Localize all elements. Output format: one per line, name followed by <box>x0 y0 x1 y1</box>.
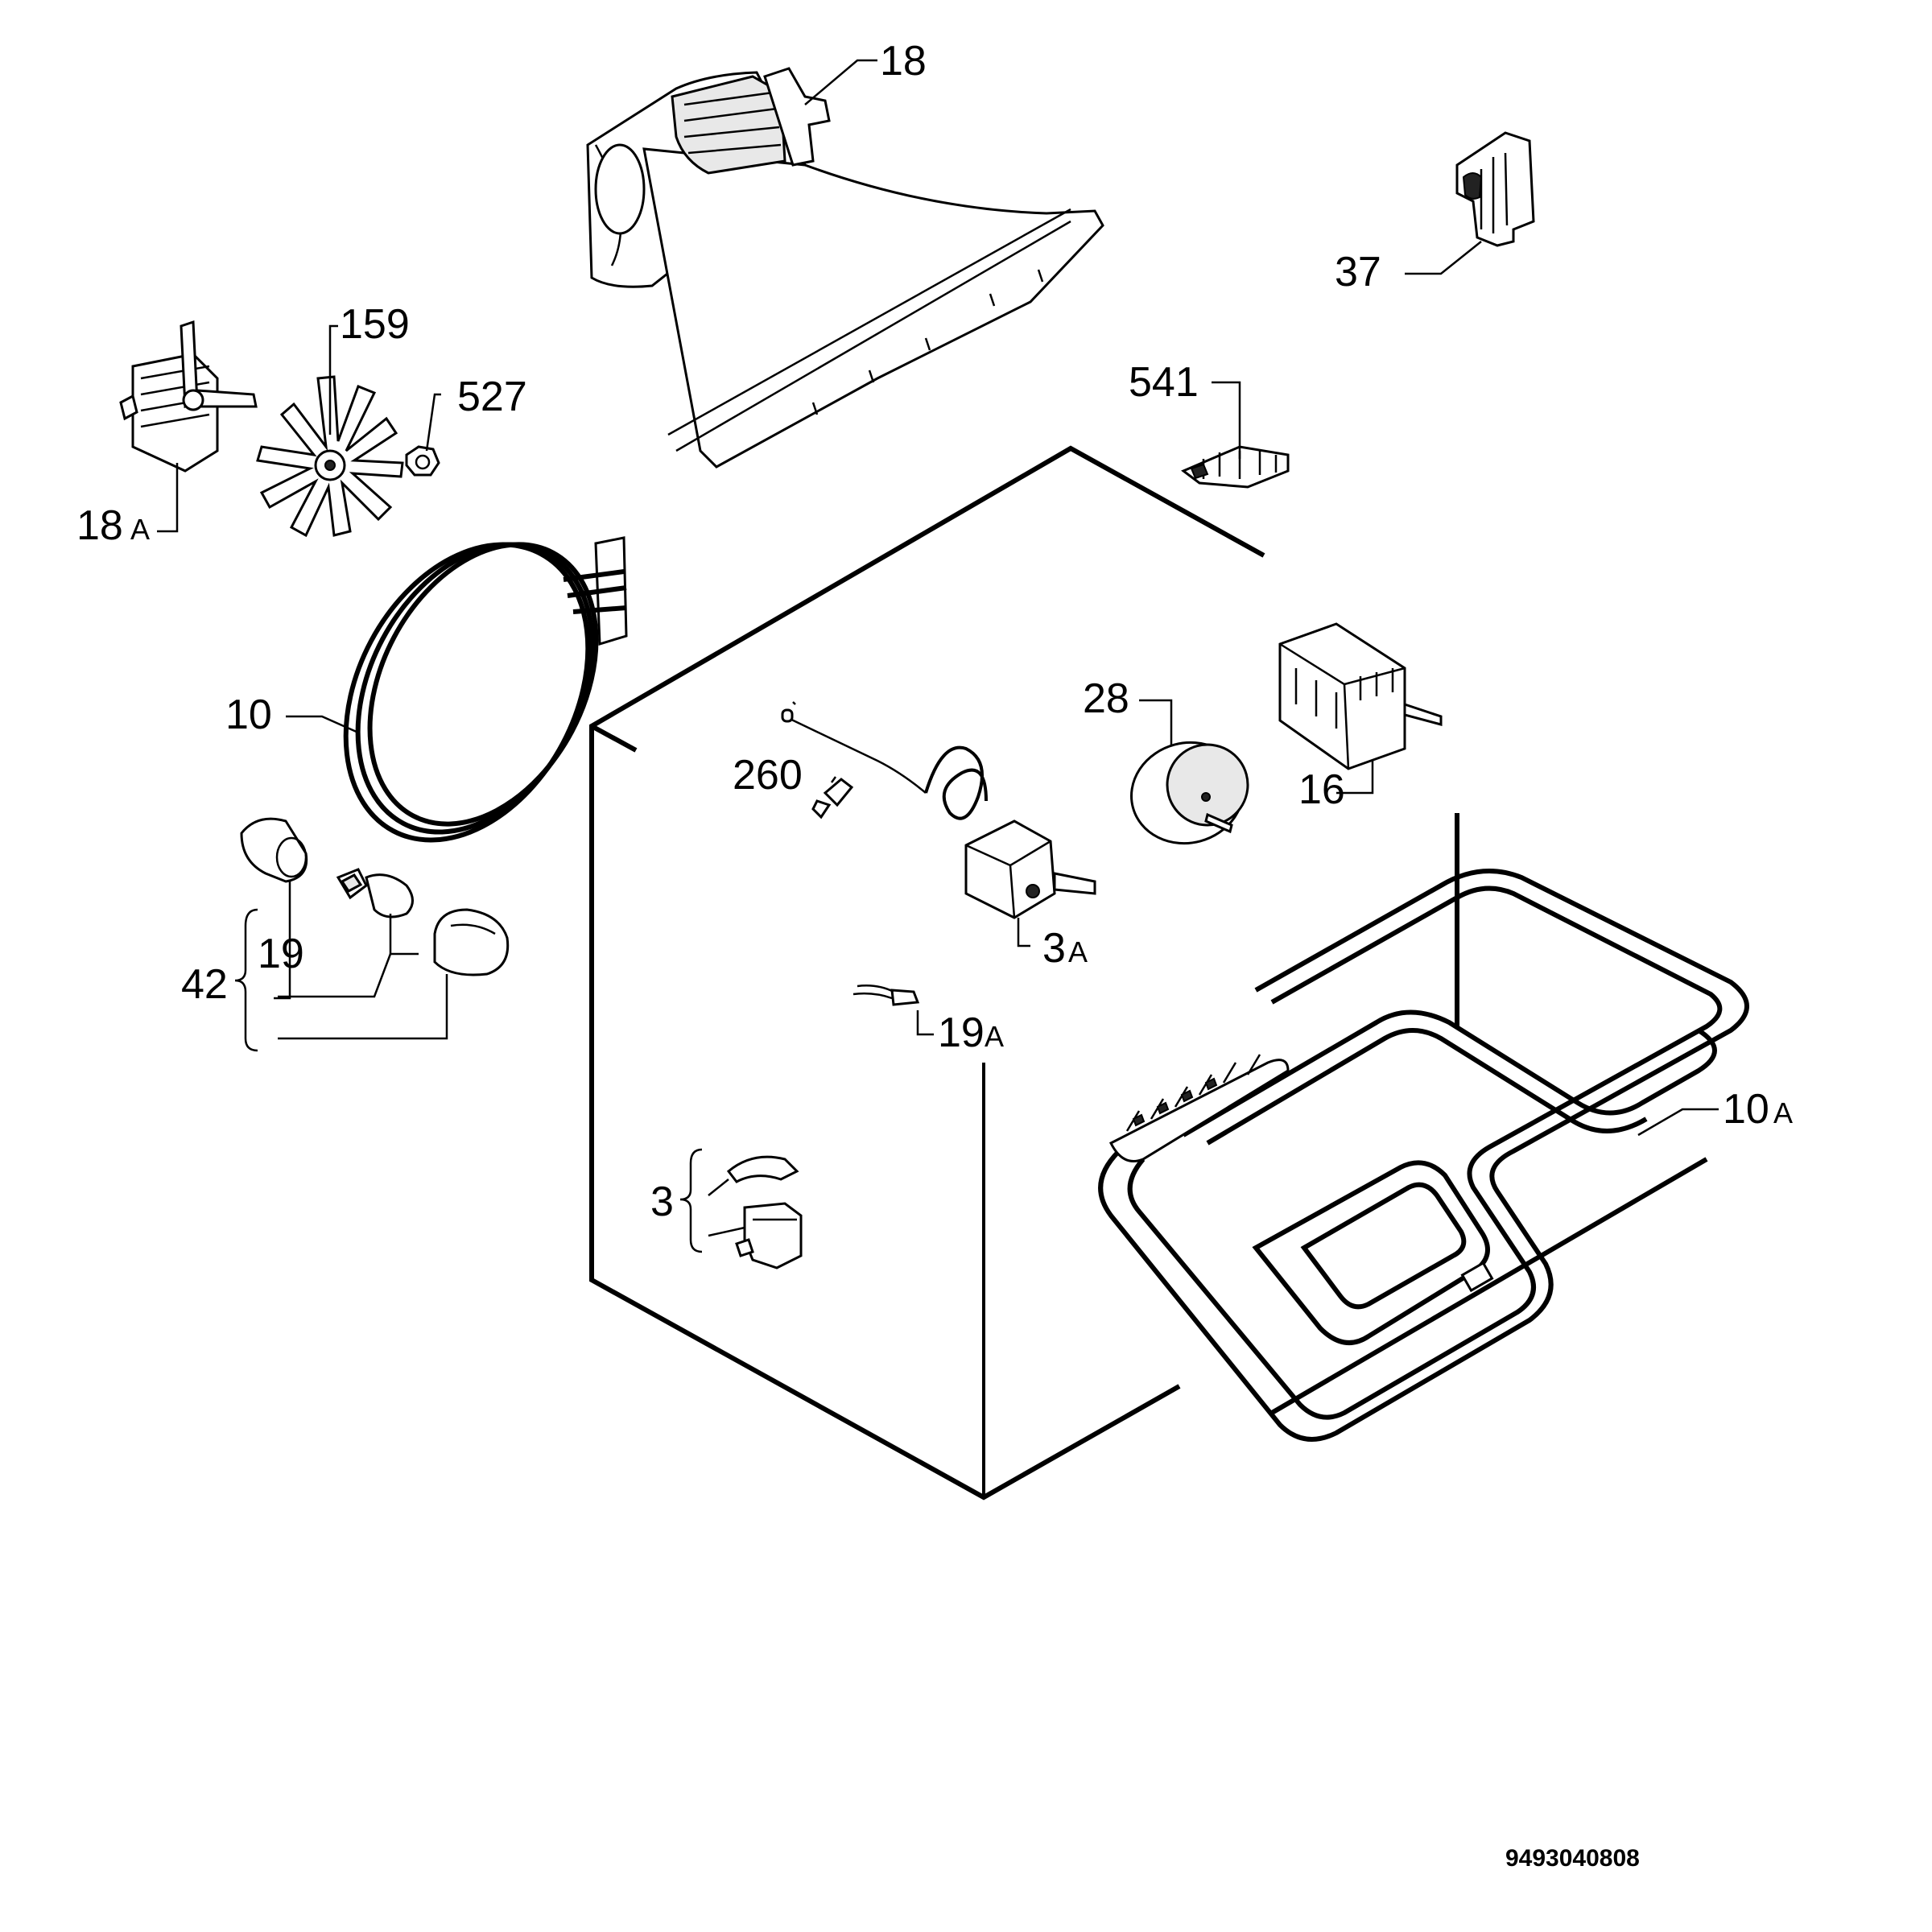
fan-nut-part <box>405 445 440 477</box>
oven-cavity-outline <box>589 445 1459 1501</box>
label-541: 541 <box>1129 359 1199 406</box>
label-10a-number: 10 <box>1723 1086 1769 1133</box>
label-3a-suffix: A <box>1068 935 1088 968</box>
label-19a-suffix: A <box>985 1020 1004 1053</box>
thermal-cutout-part <box>726 1155 803 1269</box>
label-28: 28 <box>1083 675 1129 722</box>
circular-heating-element-part <box>343 536 628 843</box>
clip-part <box>811 778 854 819</box>
label-37: 37 <box>1335 249 1381 295</box>
part-labels: 18 37 159 527 541 18 A 10 28 16 260 3 A … <box>76 38 1793 1225</box>
label-18a-suffix: A <box>130 513 150 546</box>
label-18a-number: 18 <box>76 502 123 549</box>
document-number: 9493040808 <box>1505 1845 1640 1872</box>
label-260: 260 <box>733 752 803 799</box>
label-159: 159 <box>340 301 410 348</box>
label-3: 3 <box>650 1179 674 1225</box>
selector-switch-part <box>1278 622 1443 770</box>
label-19-visible: 19 <box>258 931 304 977</box>
lamp-lead-part <box>852 985 920 1006</box>
label-16: 16 <box>1298 766 1345 813</box>
thermostat-part <box>781 708 1096 919</box>
label-10: 10 <box>225 691 272 738</box>
fan-housing-duct-part <box>586 67 1104 469</box>
label-3a-number: 3 <box>1042 925 1066 972</box>
label-527: 527 <box>457 374 527 420</box>
fan-blade-part <box>256 375 404 538</box>
leader-lines <box>157 59 1719 1253</box>
fan-motor-part <box>119 320 258 473</box>
grill-heating-element-part <box>1098 869 1749 1442</box>
label-19a-number: 19 <box>938 1009 985 1056</box>
timer-part <box>1130 741 1249 845</box>
label-10a-suffix: A <box>1773 1096 1793 1129</box>
terminal-block-part <box>1181 445 1290 489</box>
lamp-assembly-part <box>240 817 510 976</box>
door-switch-part <box>1455 131 1535 247</box>
label-18: 18 <box>880 38 927 85</box>
label-42: 42 <box>181 961 228 1008</box>
